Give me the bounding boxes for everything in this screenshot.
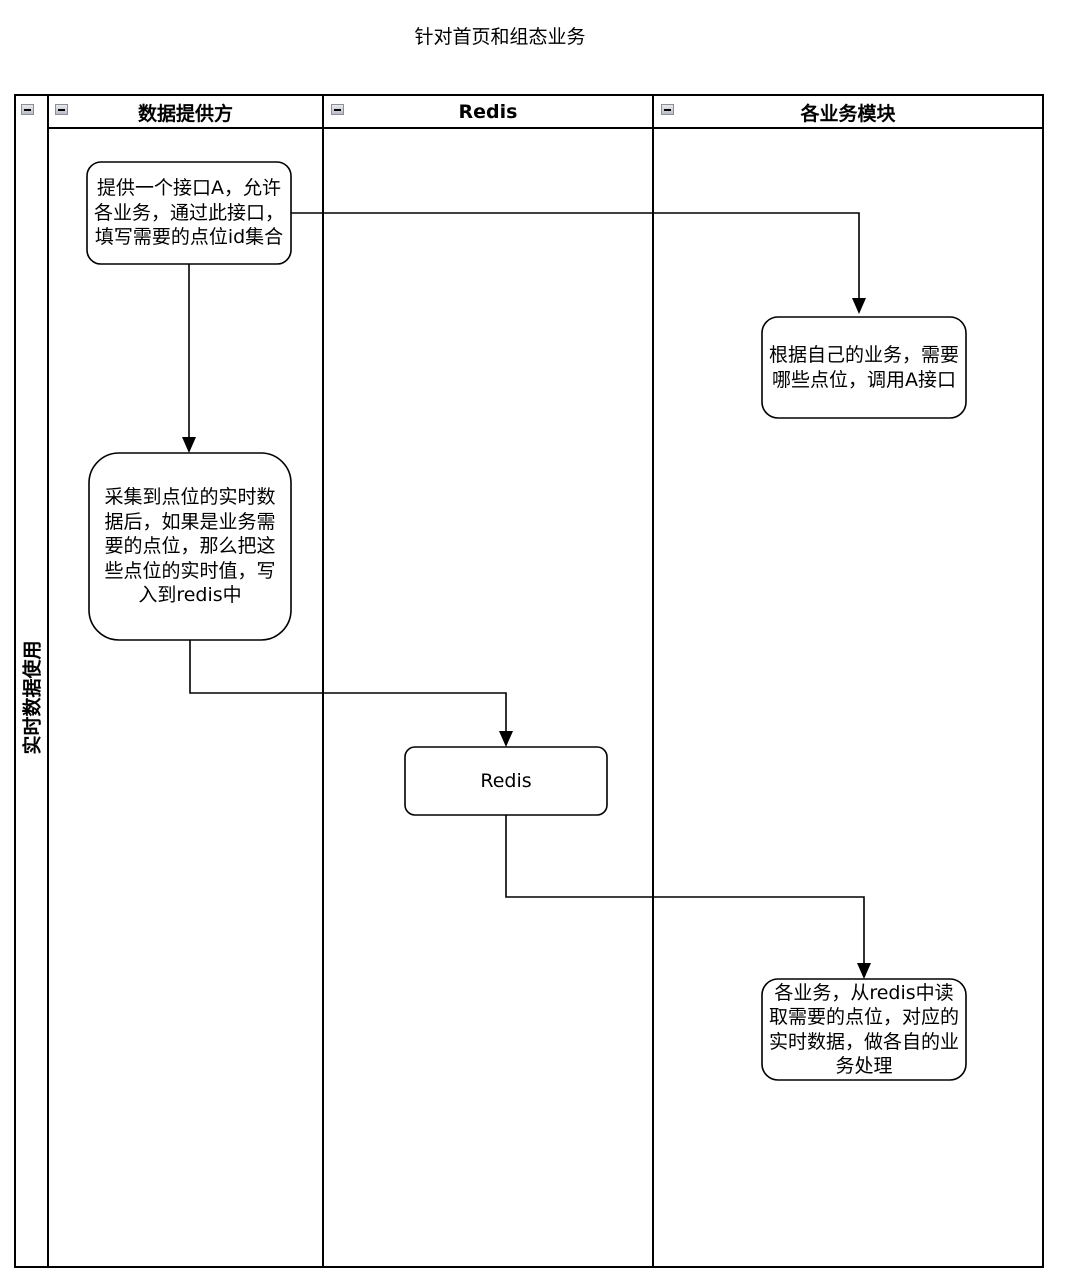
- arrowhead: [499, 731, 513, 747]
- node-n5[interactable]: [761, 978, 967, 1081]
- node-n2[interactable]: [761, 316, 967, 419]
- node-n3-label: 采集到点位的实时数据后，如果是业务需要的点位，那么把这些点位的实时值，写入到re…: [104, 486, 276, 607]
- edge-n1-n3: [182, 264, 196, 453]
- arrowhead: [857, 963, 871, 979]
- lane-header-modules: 各业务模块: [800, 102, 896, 125]
- pool-label: 实时数据使用: [21, 639, 44, 755]
- lane-header-provider: 数据提供方: [137, 102, 233, 125]
- edge-n1-n2: [291, 212, 866, 314]
- node-n1[interactable]: [86, 161, 292, 265]
- pool-header: 实时数据使用: [15, 128, 47, 1266]
- node-n2-label: 根据自己的业务，需要哪些点位，调用A接口: [768, 344, 959, 391]
- node-n1-label: 提供一个接口A，允许各业务，通过此接口，填写需要的点位id集合: [93, 177, 284, 249]
- collapse-lane-modules-icon[interactable]: [661, 104, 674, 115]
- diagram-title: 针对首页和组态业务: [414, 26, 586, 48]
- lane-header-redis: Redis: [458, 101, 518, 123]
- pool-border: [14, 94, 1044, 1268]
- node-n4-label: Redis: [480, 769, 532, 792]
- edge-n3-n4: [189, 640, 513, 747]
- node-n3[interactable]: [88, 452, 292, 641]
- node-n4[interactable]: [404, 746, 608, 816]
- collapse-lane-redis-icon[interactable]: [331, 104, 344, 115]
- arrowhead: [852, 298, 866, 314]
- collapse-pool-icon[interactable]: [21, 104, 34, 115]
- node-n5-label: 各业务，从redis中读取需要的点位，对应的实时数据，做各自的业务处理: [768, 981, 959, 1078]
- edge-n4-n5: [505, 815, 871, 979]
- arrowhead: [182, 437, 196, 453]
- collapse-lane-provider-icon[interactable]: [55, 104, 68, 115]
